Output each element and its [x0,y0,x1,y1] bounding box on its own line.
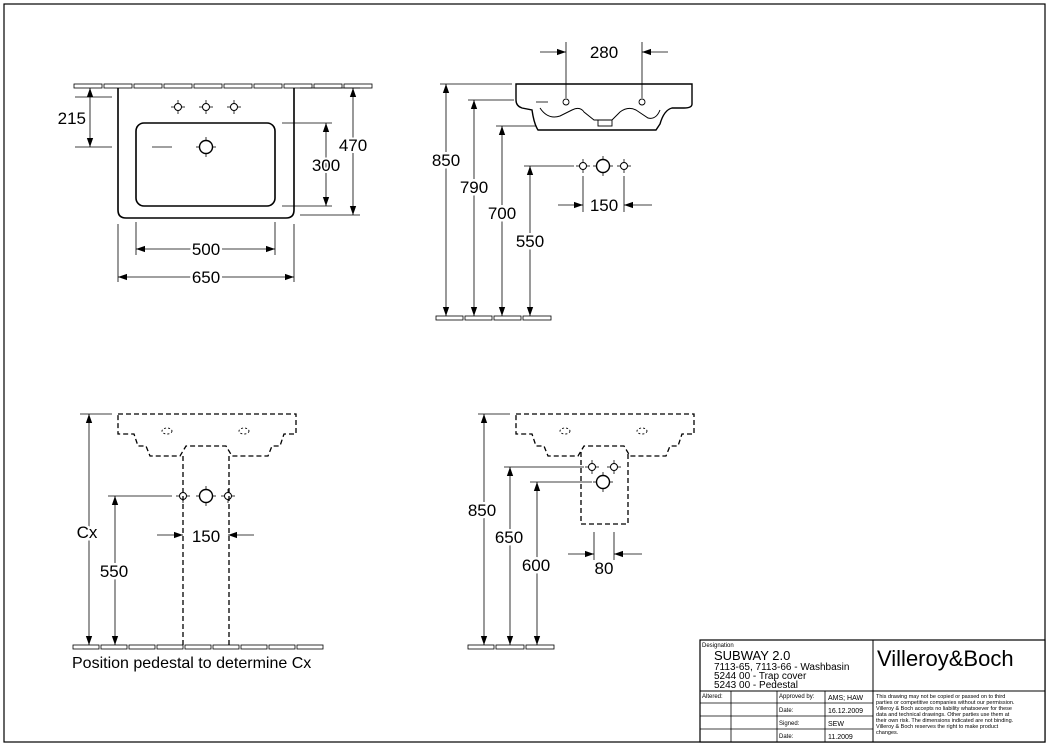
dim-label-150: 150 [192,527,220,546]
water-inlet-right-icon [616,158,632,174]
basin-section [515,83,693,131]
altered-label: Altered: [702,694,723,700]
dim-label-500: 500 [192,240,220,259]
brand-logo: Villeroy&Boch [877,646,1014,671]
dim-label-600: 600 [522,556,550,575]
date-value: 16.12.2009 [828,708,863,715]
floor-hatch [435,315,552,321]
floor-hatch [72,644,324,650]
tap-hole-left-icon [170,99,186,115]
basin-outline-hidden [515,413,695,457]
dim-label-650: 650 [192,268,220,287]
fixing-hole-icon [562,98,570,106]
dim-label-80: 80 [595,559,614,578]
dim-label-850: 850 [432,151,460,170]
basin-outline [117,88,295,219]
trap-cover-outline-hidden [580,452,629,525]
date2-value: 11.2009 [828,734,853,741]
desc-line-3: 5243 00 - Pedestal [714,680,798,691]
dim-label-cx: Cx [77,523,98,542]
signed-label: Signed: [779,721,800,727]
trap-stub [597,119,613,127]
top-view: 215 300 470 500 650 [58,83,373,290]
signed-value: SEW [828,721,844,728]
water-inlet-left-icon [584,459,600,475]
revision-grid [700,691,873,742]
sheet-border [3,3,1046,743]
floor-hatch [467,644,555,650]
legal-line-1: This drawing may not be copied or passed… [876,694,1005,700]
dim-label-790: 790 [460,178,488,197]
product-title: SUBWAY 2.0 [714,648,790,663]
dim-label-470: 470 [339,136,367,155]
fixing-hole-icon [638,98,646,106]
title-block: Designation SUBWAY 2.0 7113-65, 7113-66 … [699,639,1046,743]
desc-line-1: 7113-65, 7113-66 - Washbasin [714,662,849,673]
dim-label-300: 300 [312,156,340,175]
waste-outlet-wall-icon [592,471,614,493]
legal-line-6: Villeroy & Boch reserves the right to ma… [876,724,999,730]
wall-hatch [73,83,373,89]
water-inlet-right-icon [220,488,236,504]
side-view: 280 150 850 790 700 550 [429,42,693,321]
date-label: Date: [779,708,794,714]
dim-label-280: 280 [590,43,618,62]
fixing-hole-icon [636,427,648,435]
desc-line-2: 5244 00 - Trap cover [714,671,807,682]
bowl-outline [135,122,276,207]
dim-label-550: 550 [100,562,128,581]
legal-line-7: changes. [876,730,899,736]
designation-label: Designation [702,643,734,649]
waste-outlet-icon [195,136,217,158]
legal-line-3: Villeroy & Boch accepts no liability wha… [876,706,1012,712]
dim-label-850: 850 [468,501,496,520]
fixing-hole-icon [161,427,173,435]
legal-line-5: their own risk. The dimensions indicated… [876,718,1014,724]
tap-hole-right-icon [226,99,242,115]
legal-line-2: parties or competitive companies without… [876,700,1015,706]
pedestal-outline-hidden [182,456,230,645]
dim-label-215: 215 [58,109,86,128]
water-inlet-left-icon [575,158,591,174]
approved-value: AMS; HAW [828,695,864,702]
dim-label-700: 700 [488,204,516,223]
waste-outlet-wall-icon [195,485,217,507]
legal-line-4: data and technical drawings. Other parti… [876,712,1010,718]
front-view: 150 Cx 550 Position pedestal to determin… [72,413,324,672]
dim-label-650: 650 [495,528,523,547]
dim-label-550: 550 [516,232,544,251]
tap-hole-center-icon [198,99,214,115]
dim-label-150: 150 [590,196,618,215]
date2-label: Date: [779,734,794,740]
basin-underside [539,107,661,121]
waste-outlet-wall-icon [592,155,614,177]
water-inlet-right-icon [606,459,622,475]
fixing-hole-icon [559,427,571,435]
pedestal-note: Position pedestal to determine Cx [72,655,311,672]
basin-outline-hidden [117,413,297,457]
approved-label: Approved by: [779,694,815,700]
fixing-hole-icon [238,427,250,435]
trap-cover-view: 80 850 650 600 [465,413,695,650]
